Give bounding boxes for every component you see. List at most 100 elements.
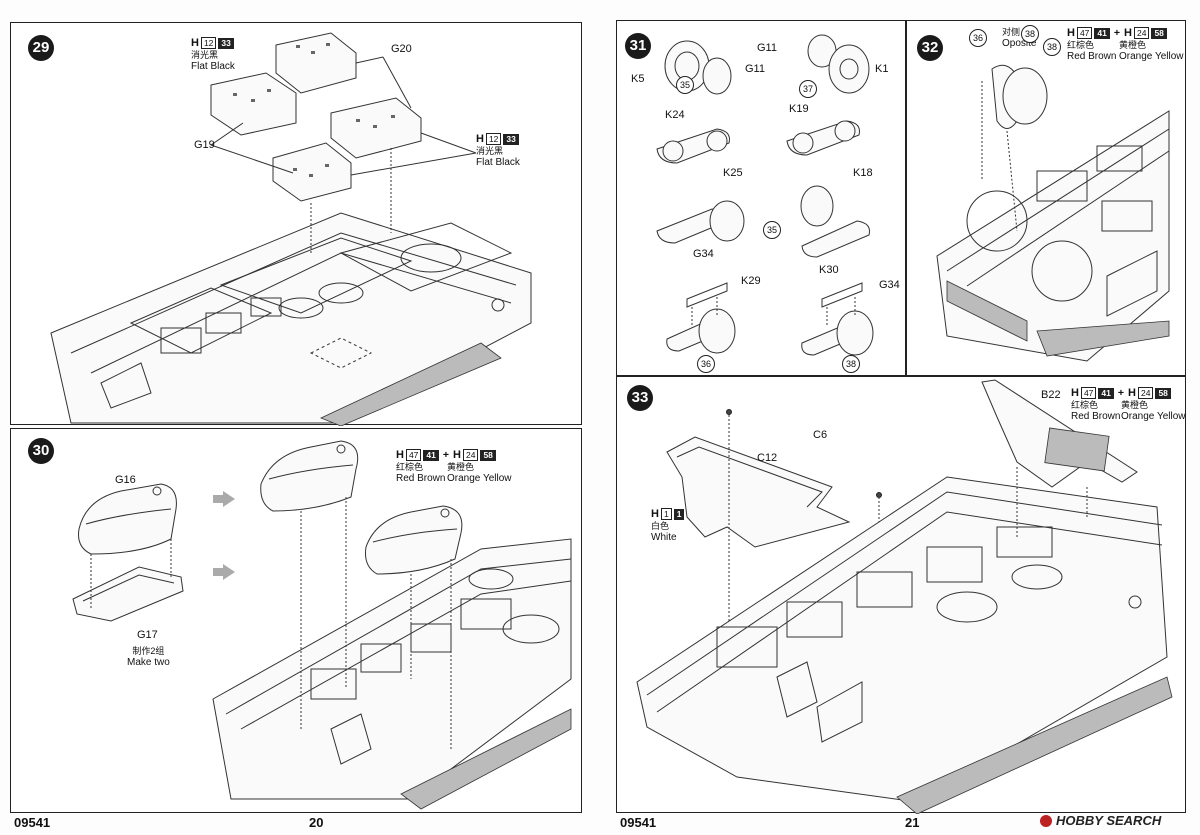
paint-code: H 12 33 xyxy=(191,37,234,49)
part-label: K19 xyxy=(789,103,809,115)
reference-number: 37 xyxy=(799,80,817,98)
step-32-drawing xyxy=(936,64,1170,362)
paint-number: 47 xyxy=(1080,387,1097,399)
paint-number: 58 xyxy=(1155,387,1171,399)
paint-name: 白色 White xyxy=(651,521,677,543)
paint-name-en: Flat Black xyxy=(191,61,235,72)
paint-brand: H xyxy=(396,449,404,461)
paint-name-cn: 消光黑 xyxy=(476,146,504,156)
footer-code: 09541 xyxy=(14,815,51,830)
paint-number: 41 xyxy=(1098,387,1114,399)
step-number: 33 xyxy=(627,385,653,411)
paint-name-en: Red Brown xyxy=(1067,51,1117,62)
paint-name-cn: 白色 xyxy=(651,521,670,531)
part-label: G34 xyxy=(693,248,714,260)
footer-code: 09541 xyxy=(620,815,657,830)
make-two-note: 制作2组 Make two xyxy=(127,646,170,668)
plus-sign: + xyxy=(1113,27,1121,39)
paint-number: 58 xyxy=(1151,27,1167,39)
part-label: G11 xyxy=(745,63,765,75)
paint-brand: H xyxy=(476,133,484,145)
step-29-panel: 29 H 12 33 消光黑 Flat Black G20 G19 H 12 3… xyxy=(10,22,582,426)
arrow-right-icon xyxy=(213,564,235,580)
part-label: K24 xyxy=(665,109,685,121)
part-label: G16 xyxy=(115,474,136,486)
paint-number: 24 xyxy=(1137,387,1154,399)
paint-number: 24 xyxy=(1133,27,1150,39)
note-cn: 制作2组 xyxy=(132,646,165,656)
reference-number: 38 xyxy=(842,355,860,373)
paint-number: 47 xyxy=(405,449,422,461)
footer-page-number: 21 xyxy=(905,815,920,830)
part-label: K18 xyxy=(853,167,873,179)
paint-name-cn: 红棕色 xyxy=(1071,400,1099,410)
step-31-drawing xyxy=(656,34,874,356)
paint-number: 33 xyxy=(503,133,519,145)
arrow-right-icon xyxy=(213,491,235,507)
note-en: Make two xyxy=(127,657,170,668)
paint-name-en: Orange Yellow xyxy=(1119,51,1184,62)
step-33-drawing xyxy=(636,379,1173,814)
paint-code: H 47 41 + H 24 58 xyxy=(396,449,496,461)
paint-name-cn: 红棕色 xyxy=(1067,40,1095,50)
step-number: 32 xyxy=(917,35,943,61)
reference-number: 38 xyxy=(1021,25,1039,43)
paint-brand: H xyxy=(1071,387,1079,399)
paint-number: 33 xyxy=(218,37,234,49)
part-label: G19 xyxy=(194,139,215,151)
paint-brand: H xyxy=(191,37,199,49)
part-label: C12 xyxy=(757,452,778,464)
paint-name-cn: 消光黑 xyxy=(191,50,219,60)
step-number: 30 xyxy=(28,438,54,464)
paint-brand: H xyxy=(651,508,659,520)
paint-number: 1 xyxy=(660,508,672,520)
part-label: K30 xyxy=(819,264,839,276)
watermark: HOBBY SEARCH xyxy=(1040,813,1161,828)
plus-sign: + xyxy=(1117,387,1125,399)
paint-number: 24 xyxy=(462,449,479,461)
step-number: 29 xyxy=(28,35,54,61)
paint-number: 12 xyxy=(200,37,217,49)
paint-name-en: Flat Black xyxy=(476,157,520,168)
paint-brand: H xyxy=(1124,27,1132,39)
reference-number: 36 xyxy=(697,355,715,373)
watermark-logo-icon xyxy=(1040,814,1052,827)
watermark-text: HOBBY SEARCH xyxy=(1056,813,1162,828)
opposite-note: 对侧 Oposite xyxy=(1002,27,1036,49)
paint-code: H 12 33 xyxy=(476,133,519,145)
paint-name-en: White xyxy=(651,532,677,543)
right-page: 31 K5 G11 G11 K1 K24 K19 K25 K18 G34 K29… xyxy=(600,0,1200,835)
step-33-panel: 33 C6 C12 B22 H 1 1 白色 White H 47 41 + H… xyxy=(616,376,1186,814)
reference-number: 38 xyxy=(1043,38,1061,56)
paint-brand: H xyxy=(1067,27,1075,39)
step-29-drawing xyxy=(50,32,532,426)
paint-name-en: Red Brown xyxy=(1071,411,1121,422)
paint-name: 黄橙色 Orange Yellow xyxy=(1119,40,1184,62)
paint-name-cn: 黄橙色 xyxy=(447,462,475,472)
reference-number: 35 xyxy=(676,76,694,94)
paint-number: 1 xyxy=(673,508,685,520)
part-label: G17 xyxy=(137,629,158,641)
part-label: G11 xyxy=(757,42,777,54)
paint-name: 红棕色 Red Brown xyxy=(1071,400,1120,422)
part-label: B22 xyxy=(1041,389,1061,401)
reference-number: 36 xyxy=(969,29,987,47)
part-label: C6 xyxy=(813,429,828,441)
step-30-panel: 30 G16 G17 制作2组 Make two H 47 41 + H 24 … xyxy=(10,428,582,813)
paint-name: 消光黑 Flat Black xyxy=(476,146,520,168)
paint-name: 消光黑 Flat Black xyxy=(191,50,235,72)
step-number: 31 xyxy=(625,33,651,59)
paint-name-en: Orange Yellow xyxy=(1121,411,1186,422)
paint-number: 47 xyxy=(1076,27,1093,39)
paint-code: H 47 41 + H 24 58 xyxy=(1071,387,1171,399)
part-label: K1 xyxy=(875,63,889,75)
paint-name: 红棕色 Red Brown xyxy=(396,462,445,484)
paint-name-en: Red Brown xyxy=(396,473,446,484)
paint-code: H 1 1 xyxy=(651,508,685,520)
part-label: G20 xyxy=(391,43,412,55)
paint-name-cn: 黄橙色 xyxy=(1121,400,1149,410)
step-30-drawing xyxy=(72,440,572,810)
footer-page-number: 20 xyxy=(309,815,324,830)
paint-number: 41 xyxy=(1094,27,1110,39)
paint-name: 黄橙色 Orange Yellow xyxy=(1121,400,1186,422)
